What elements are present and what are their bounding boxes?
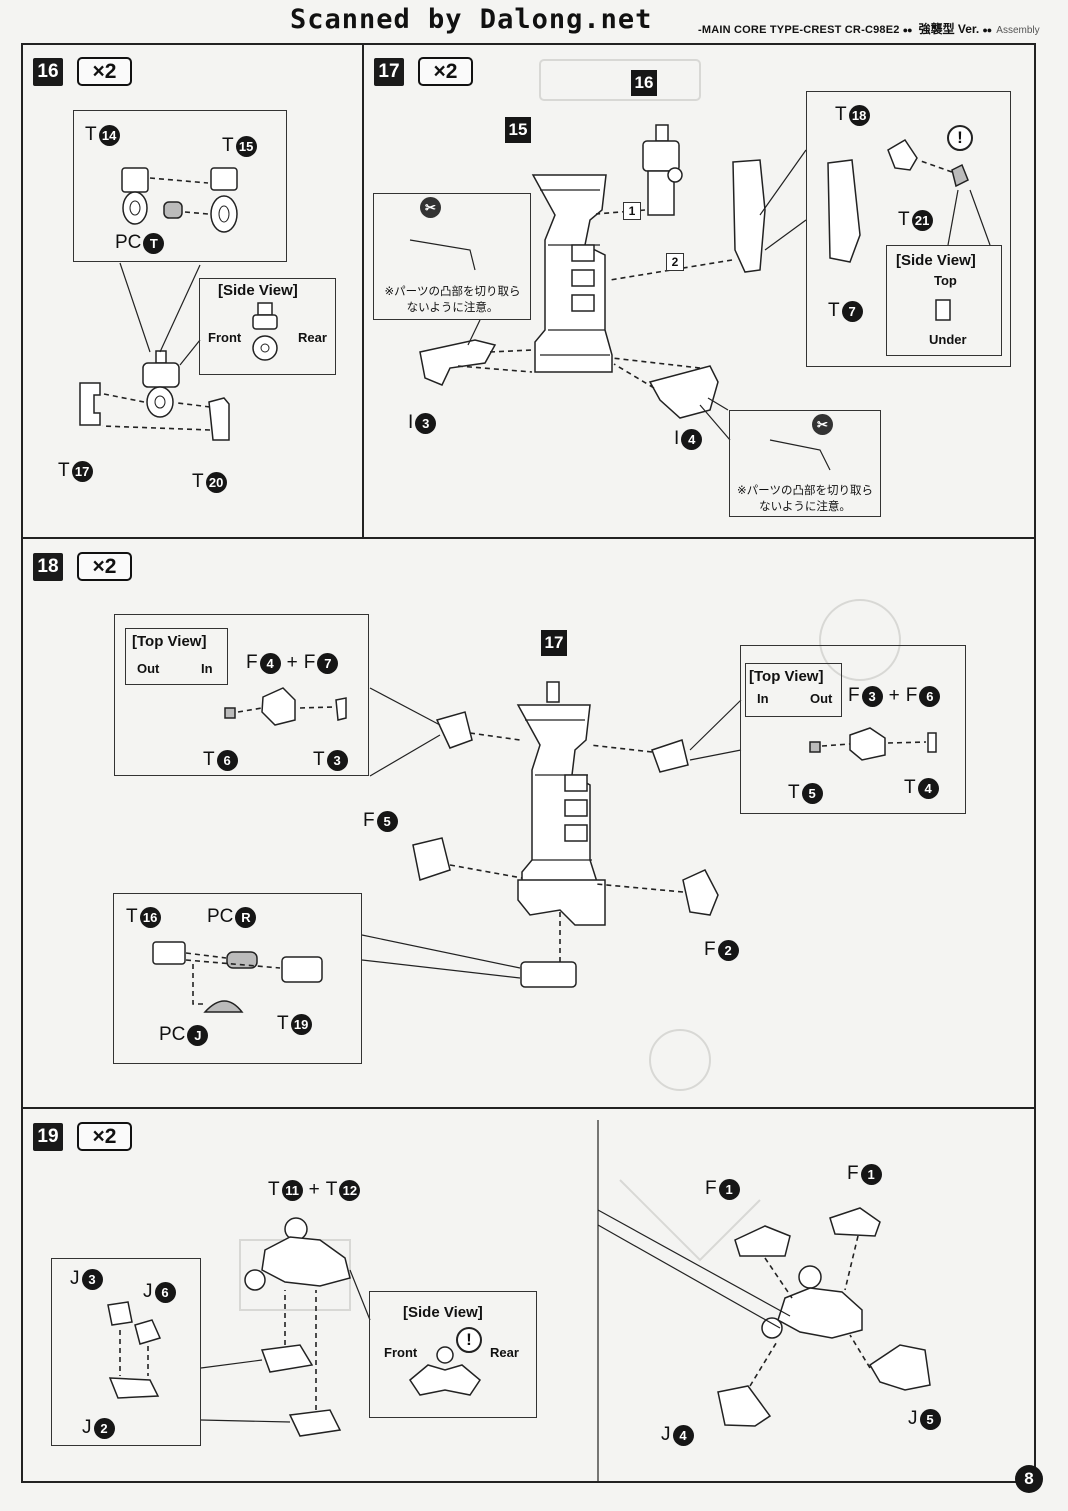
side-view-title: [Side View]: [218, 282, 298, 299]
scan-credit: Scanned by Dalong.net: [290, 4, 653, 35]
step-17-quantity: ×2: [418, 57, 473, 86]
step-18-number: 18: [33, 553, 63, 581]
panel-divider-horizontal-2: [23, 1107, 1034, 1109]
order-step-1: 1: [623, 202, 641, 220]
page-number: 8: [1015, 1465, 1043, 1493]
step-18-quantity: ×2: [77, 552, 132, 581]
top-view-in-right: In: [757, 691, 769, 706]
step-18-left-detail-box: [114, 614, 369, 776]
side-view-title: [Side View]: [896, 252, 976, 269]
side-view-rear: Rear: [490, 1345, 519, 1360]
caution-icon: !: [947, 125, 973, 151]
step-19-side-view-box: [369, 1291, 537, 1418]
panel-divider-horizontal-1: [23, 537, 1034, 539]
top-view-out-right: Out: [810, 691, 833, 706]
step-17-note-box-left: [373, 193, 531, 320]
cut-caution-note-right: ※パーツの凸部を切り取ら ないように注意。: [737, 483, 873, 513]
step-16-quantity: ×2: [77, 57, 132, 86]
top-view-title-left: [Top View]: [132, 633, 207, 650]
step-19-left-detail-box: [51, 1258, 201, 1446]
section-label: Assembly: [996, 25, 1040, 36]
side-view-under: Under: [929, 332, 967, 347]
step-17-note-box-right: [729, 410, 881, 517]
model-name: -MAIN CORE TYPE-CREST CR-C98E2: [698, 24, 900, 36]
top-view-in-left: In: [201, 661, 213, 676]
step-16-number: 16: [33, 58, 63, 86]
top-view-box-right: [745, 663, 842, 717]
reference-step-15: 15: [505, 117, 531, 143]
step-19-quantity: ×2: [77, 1122, 132, 1151]
panel-divider-vertical-top: [362, 45, 364, 537]
caution-icon: !: [456, 1327, 482, 1353]
top-view-box-left: [125, 628, 228, 685]
step-16-side-view-box: [199, 278, 336, 375]
dots-icon: ●●: [902, 25, 913, 35]
nipper-icon: ✂: [812, 414, 833, 435]
step-18-right-detail-box: [740, 645, 966, 814]
step-17-number: 17: [374, 58, 404, 86]
step-19-number: 19: [33, 1123, 63, 1151]
step-18-lower-detail-box: [113, 893, 362, 1064]
dots-icon: ●●: [982, 25, 992, 35]
version-label: 強襲型 Ver.: [918, 22, 980, 36]
header-info: -MAIN CORE TYPE-CREST CR-C98E2 ●● 強襲型 Ve…: [698, 20, 1040, 37]
step-16-subassembly-box: [73, 110, 287, 262]
step-17-side-view-box: [886, 245, 1002, 356]
side-view-top: Top: [934, 273, 957, 288]
reference-step-17: 17: [541, 630, 567, 656]
side-view-front: Front: [384, 1345, 418, 1360]
step-17-detail-box: [806, 91, 1011, 367]
side-view-rear: Rear: [298, 330, 327, 345]
instruction-frame: [21, 43, 1036, 1483]
top-view-out-left: Out: [137, 661, 160, 676]
nipper-icon: ✂: [420, 197, 441, 218]
side-view-title: [Side View]: [403, 1304, 483, 1321]
order-step-2: 2: [666, 253, 684, 271]
cut-caution-note-left: ※パーツの凸部を切り取ら ないように注意。: [384, 284, 521, 314]
side-view-front: Front: [208, 330, 242, 345]
reference-step-16: 16: [631, 70, 657, 96]
top-view-title-right: [Top View]: [749, 668, 824, 685]
